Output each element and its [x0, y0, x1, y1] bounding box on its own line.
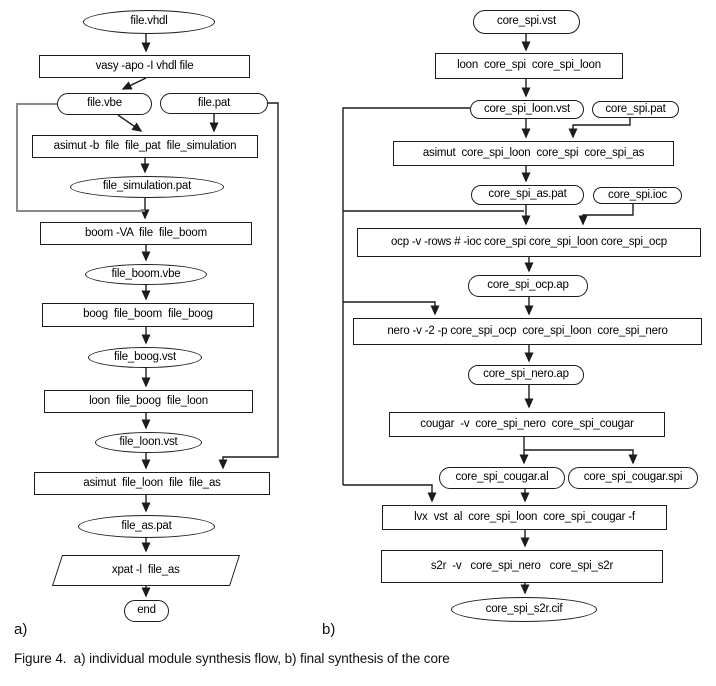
node-file-simulation-pat: file_simulation.pat [70, 176, 224, 198]
diagram-a-label: a) [14, 621, 28, 638]
node-file-vhdl: file.vhdl [83, 10, 215, 34]
connector-spipat-asimut [568, 117, 631, 139]
connector-rail-lvx [343, 484, 437, 503]
node-asimut-2: asimut file_loon file file_as [34, 472, 270, 495]
node-file-vbe: file.vbe [57, 93, 152, 115]
node-core-spi-pat: core_spi.pat [592, 101, 679, 118]
node-end: end [124, 600, 169, 622]
node-core-spi-ioc: core_spi.ioc [593, 187, 682, 204]
node-loon-b: loon core_spi core_spi_loon [435, 53, 623, 79]
node-file-boog-vst: file_boog.vst [88, 347, 202, 368]
node-boog: boog file_boom file_boog [42, 303, 254, 327]
node-file-loon-vst: file_loon.vst [95, 432, 202, 453]
node-asimut-core: asimut core_spi_loon core_spi core_spi_a… [393, 141, 674, 166]
node-loon: loon file_boog file_loon [44, 390, 253, 413]
node-xpat: xpat -l file_as [51, 555, 241, 586]
node-file-pat: file.pat [160, 93, 268, 114]
connector-ioc-ocp [578, 204, 634, 226]
node-ocp: ocp -v -rows # -ioc core_spi core_spi_lo… [357, 228, 701, 257]
connector-rail-nero [343, 301, 440, 316]
diagram-b-label: b) [322, 621, 336, 638]
node-core-spi-loon-vst: core_spi_loon.vst [470, 100, 584, 119]
node-core-spi-nero-ap: core_spi_nero.ap [468, 365, 584, 385]
node-core-spi-vst: core_spi.vst [473, 10, 580, 34]
node-core-spi-ocp-ap: core_spi_ocp.ap [468, 275, 588, 297]
connector-vbe-asimutb [117, 114, 143, 132]
node-nero: nero -v -2 -p core_spi_ocp core_spi_loon… [353, 318, 702, 345]
node-xpat-label: xpat -l file_as [112, 563, 180, 576]
node-file-as-pat: file_as.pat [78, 515, 215, 538]
connector-vasy-vbe [121, 77, 147, 90]
connector-cougar-spi [524, 449, 638, 465]
node-boom: boom -VA file file_boom [40, 222, 252, 245]
node-vasy: vasy -apo -I vhdl file [39, 55, 250, 78]
node-cougar: cougar -v core_spi_nero core_spi_cougar [389, 412, 665, 437]
node-lvx: lvx vst al core_spi_loon core_spi_cougar… [382, 505, 667, 530]
node-core-spi-as-pat: core_spi_as.pat [471, 185, 584, 205]
node-core-spi-cougar-spi: core_spi_cougar.spi [568, 467, 698, 489]
node-asimut-b: asimut -b file file_pat file_simulation [32, 135, 258, 158]
node-core-spi-s2r-cif: core_spi_s2r.cif [451, 597, 597, 622]
node-core-spi-cougar-al: core_spi_cougar.al [439, 467, 565, 489]
node-s2r: s2r -v core_spi_nero core_spi_s2r [381, 550, 663, 583]
node-file-boom-vbe: file_boom.vbe [85, 264, 207, 285]
figure-caption: Figure 4. a) individual module synthesis… [14, 651, 450, 666]
